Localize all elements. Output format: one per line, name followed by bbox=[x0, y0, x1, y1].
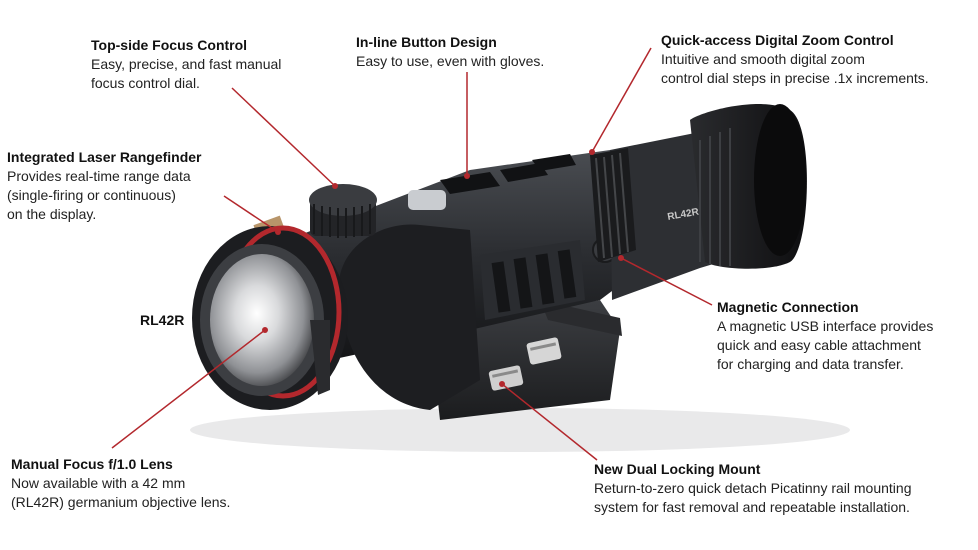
callout-desc-line: focus control dial. bbox=[91, 75, 200, 91]
callout-magnetic-connection: Magnetic Connection A magnetic USB inter… bbox=[717, 298, 933, 374]
callout-title: Top-side Focus Control bbox=[91, 37, 248, 53]
callout-focus-control: Top-side Focus Control Easy, precise, an… bbox=[91, 36, 281, 93]
callout-desc-line: A magnetic USB interface provides bbox=[717, 318, 934, 334]
callout-desc-line: Provides real-time range data bbox=[7, 168, 191, 184]
mount-shape bbox=[430, 300, 622, 420]
callout-title: Magnetic Connection bbox=[717, 299, 859, 315]
callout-focus-lens: Manual Focus f/1.0 Lens Now available wi… bbox=[11, 455, 230, 512]
scope-body-shape bbox=[300, 150, 640, 410]
leader-zoom bbox=[591, 47, 652, 153]
callout-locking-mount: New Dual Locking Mount Return-to-zero qu… bbox=[594, 460, 912, 517]
callout-desc-line: for charging and data transfer. bbox=[717, 356, 904, 372]
callout-desc-line: system for fast removal and repeatable i… bbox=[594, 499, 910, 515]
callout-desc-line: (RL42R) germanium objective lens. bbox=[11, 494, 231, 510]
callout-title: Integrated Laser Rangefinder bbox=[7, 149, 202, 165]
callout-desc-line: Return-to-zero quick detach Picatinny ra… bbox=[594, 480, 912, 496]
callout-desc-line: (single-firing or continuous) bbox=[7, 187, 176, 203]
leader-dot-magnetic bbox=[618, 255, 624, 261]
leader-dot-zoom bbox=[589, 149, 595, 155]
device-shadow bbox=[190, 408, 850, 452]
callout-button-design: In-line Button Design Easy to use, even … bbox=[356, 33, 544, 71]
callout-desc-line: Easy, precise, and fast manual bbox=[91, 56, 282, 72]
callout-title: In-line Button Design bbox=[356, 34, 497, 50]
callout-title: Quick-access Digital Zoom Control bbox=[661, 32, 894, 48]
leader-laser bbox=[223, 195, 279, 233]
callout-laser-rangefinder: Integrated Laser Rangefinder Provides re… bbox=[7, 148, 202, 224]
callout-title: Manual Focus f/1.0 Lens bbox=[11, 456, 173, 472]
leader-dot-laser bbox=[275, 229, 281, 235]
leader-dot-lens bbox=[262, 327, 268, 333]
callout-desc-line: quick and easy cable attachment bbox=[717, 337, 921, 353]
callout-zoom-control: Quick-access Digital Zoom Control Intuit… bbox=[661, 31, 929, 88]
callout-desc-line: control dial steps in precise .1x increm… bbox=[661, 70, 929, 86]
callout-desc-line: Now available with a 42 mm bbox=[11, 475, 186, 491]
leader-lens bbox=[111, 329, 266, 449]
callout-title: New Dual Locking Mount bbox=[594, 461, 761, 477]
leader-mount bbox=[501, 383, 598, 461]
focus-knob-shape bbox=[309, 184, 377, 238]
button-row-shape bbox=[408, 154, 576, 210]
callout-desc-line: on the display. bbox=[7, 206, 97, 222]
leader-dot-focus bbox=[332, 183, 338, 189]
objective-lens-shape bbox=[192, 225, 348, 410]
leader-focus bbox=[231, 87, 336, 187]
callout-desc-line: Easy to use, even with gloves. bbox=[356, 53, 545, 69]
callout-desc-line: Intuitive and smooth digital zoom bbox=[661, 51, 865, 67]
leader-dot-mount bbox=[499, 381, 505, 387]
leader-dot-button bbox=[464, 173, 470, 179]
eyepiece-shape: RL42R bbox=[590, 104, 807, 300]
picatinny-rail-shape bbox=[480, 240, 585, 320]
model-label: RL42R bbox=[140, 312, 185, 328]
leader-magnetic bbox=[620, 257, 713, 306]
